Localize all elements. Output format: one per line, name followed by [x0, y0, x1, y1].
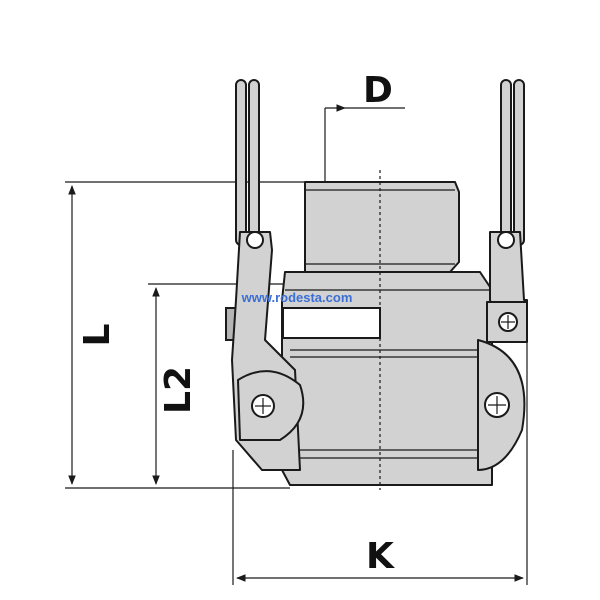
dimension-label-d: D: [363, 70, 393, 111]
watermark-text: www.rodesta.com: [241, 290, 353, 305]
left-handle-bar-1: [235, 79, 247, 246]
coupling-body: [225, 170, 493, 490]
right-handle-bar-2: [513, 79, 525, 246]
left-handle-bar-2: [248, 79, 260, 246]
left-pivot-top: [246, 231, 264, 249]
dimension-label-l2: L2: [158, 366, 199, 414]
left-cam-arm: [231, 79, 305, 471]
dimension-label-k: K: [366, 536, 395, 577]
right-cam-arm: [477, 79, 528, 471]
section-groove: [282, 307, 381, 339]
right-pivot-top: [497, 231, 515, 249]
right-handle-bar-1: [500, 79, 512, 246]
dimension-label-l: L: [77, 324, 118, 347]
threaded-neck: [304, 181, 460, 273]
